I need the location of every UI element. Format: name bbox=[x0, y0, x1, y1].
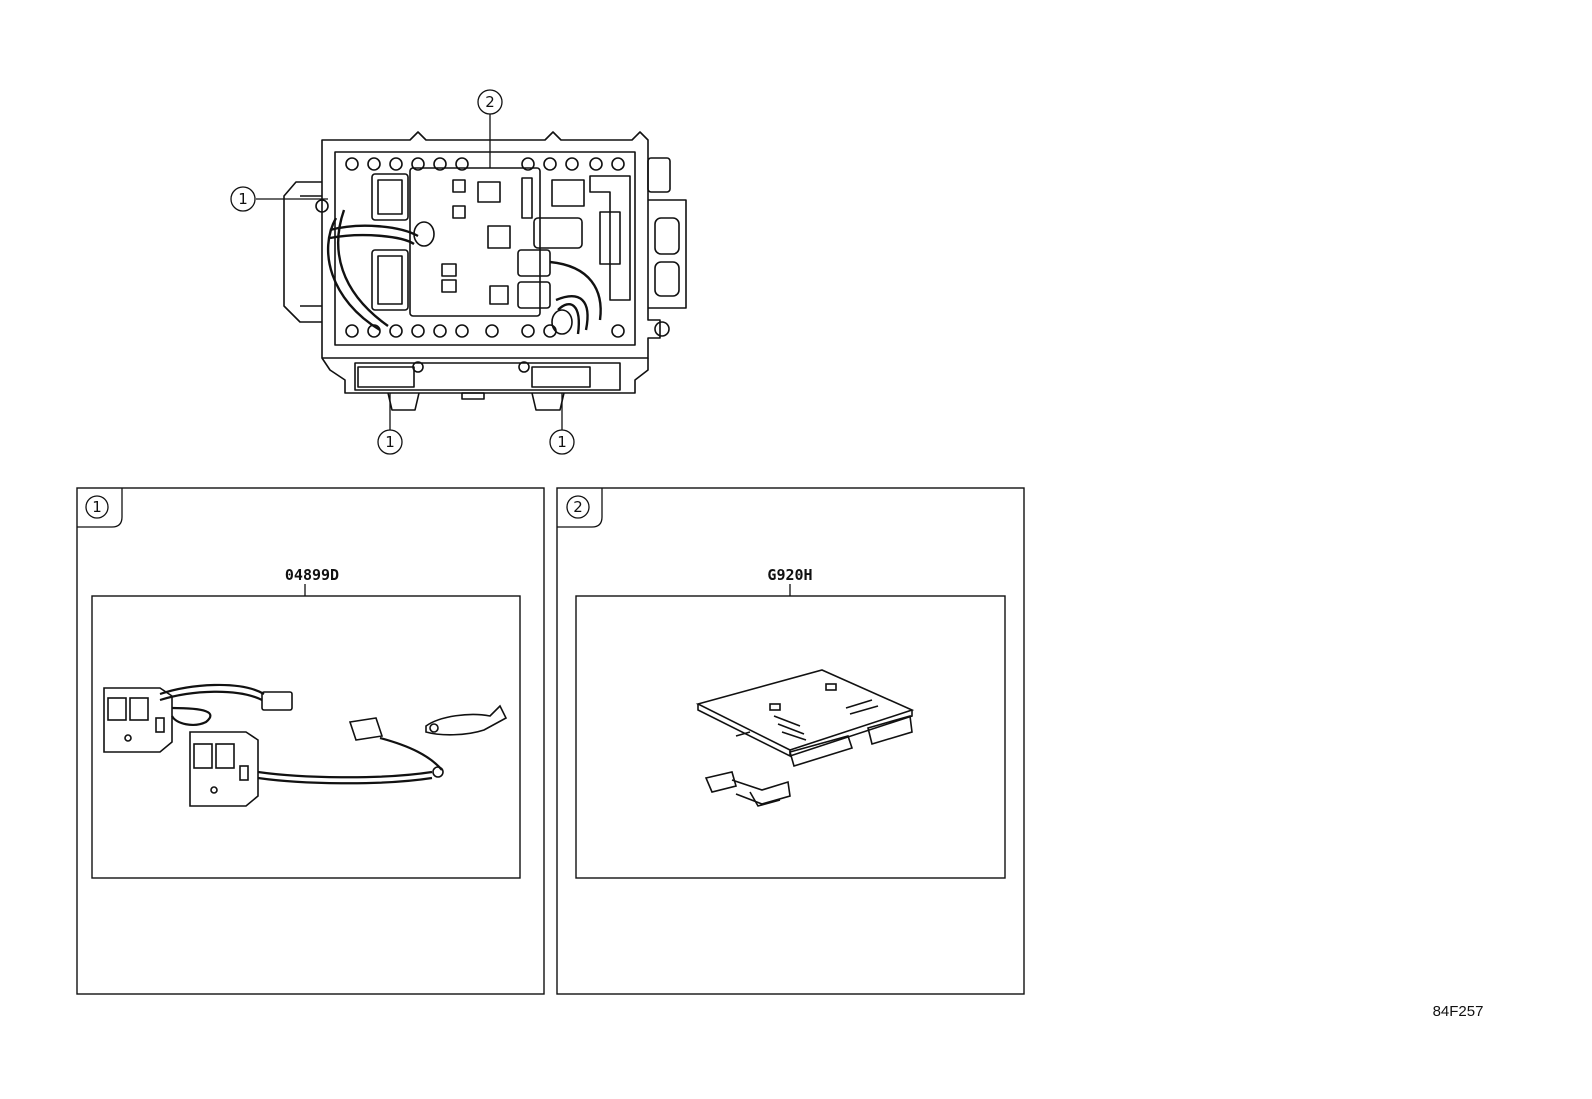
assembly-callout-label: 1 bbox=[557, 433, 567, 451]
wire-harness-illustration bbox=[103, 683, 508, 807]
panel-callout-label: 2 bbox=[573, 498, 583, 516]
part-number-label: G920H bbox=[767, 566, 812, 584]
assembly-callout-1-bottom-right: 1 bbox=[549, 429, 575, 455]
detail-panel-2: 2 G920H bbox=[556, 487, 1025, 995]
assembly-callout-2-top: 2 bbox=[477, 89, 503, 115]
inverter-assembly-illustration bbox=[283, 131, 687, 411]
detail-panel-1: 1 04899D bbox=[76, 487, 545, 995]
circuit-board-illustration bbox=[695, 669, 915, 807]
panel-callout-circle bbox=[85, 495, 109, 519]
panel-callout-label: 1 bbox=[92, 498, 102, 516]
panel-callout-circle bbox=[566, 495, 590, 519]
part-image-frame bbox=[91, 595, 521, 879]
figure-code: 84F257 bbox=[1433, 1003, 1484, 1020]
callout-leaders bbox=[256, 114, 563, 430]
assembly-callout-1-bottom-left: 1 bbox=[377, 429, 403, 455]
assembly-callout-label: 1 bbox=[238, 190, 248, 208]
assembly-callout-label: 2 bbox=[485, 93, 495, 111]
part-number-label: 04899D bbox=[285, 566, 339, 584]
assembly-callout-label: 1 bbox=[385, 433, 395, 451]
part-image-frame bbox=[575, 595, 1006, 879]
assembly-callout-1-left: 1 bbox=[230, 186, 256, 212]
